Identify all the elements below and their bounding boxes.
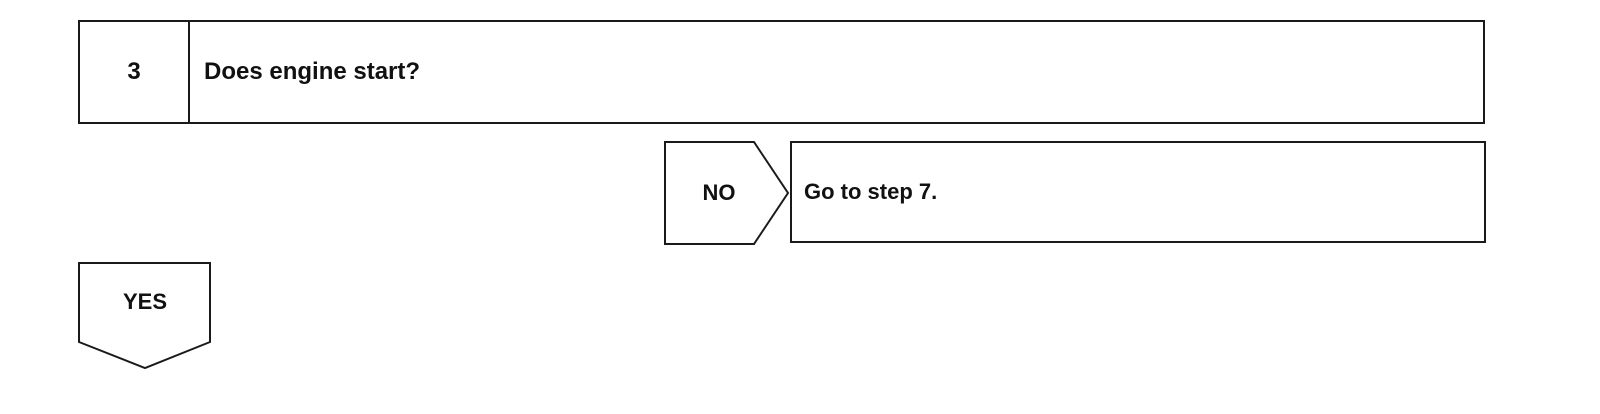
yes-label: YES: [122, 289, 168, 314]
step-box: 3 Does engine start?: [78, 20, 1485, 124]
no-arrow-shape: [664, 141, 790, 245]
no-label: NO: [702, 180, 736, 205]
step-number: 3: [80, 22, 190, 122]
step-question: Does engine start?: [204, 58, 421, 85]
yes-arrow-shape: [78, 262, 211, 370]
no-result-box: Go to step 7.: [790, 141, 1486, 243]
